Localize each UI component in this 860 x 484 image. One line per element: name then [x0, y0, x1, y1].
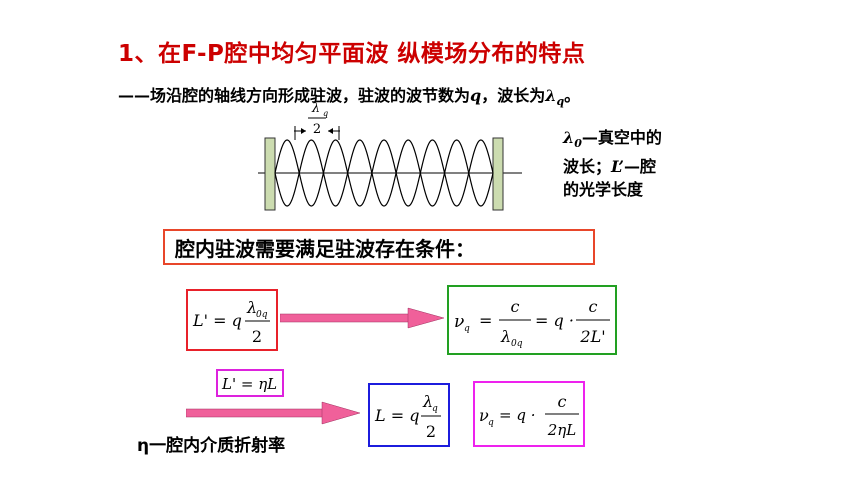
eq2-num1: c	[511, 297, 520, 316]
note-lambda: λ	[563, 128, 575, 147]
equation-frequency-box: ν q = c λ 0q = q · c 2L'	[447, 285, 617, 355]
wavelength-sub: q	[323, 109, 328, 118]
eq2-mid: = q ·	[535, 311, 574, 330]
subtitle-lambda-sub: q	[556, 95, 565, 109]
equation-cavity-length-box: L = q λ q 2	[368, 383, 450, 447]
eq5-nu-sub: q	[488, 418, 494, 428]
eq4-num-symbol: λ	[422, 392, 433, 411]
arrow-1-head	[407, 307, 445, 329]
eq2-num2: c	[589, 297, 598, 316]
note-text-4: 的光学长度	[563, 180, 644, 200]
note-text-3: —腔	[624, 157, 657, 177]
subtitle-lambda: λ	[545, 86, 557, 105]
left-mirror	[264, 137, 276, 211]
eq2-nu: ν	[454, 312, 464, 332]
standing-wave-diagram: λ q 2	[258, 101, 522, 211]
standing-wave-condition-box: 腔内驻波需要满足驻波存在条件：	[163, 229, 595, 265]
eq5-nu: ν	[479, 406, 489, 425]
wavelength-symbol: λ	[311, 101, 320, 116]
eq1-den: 2	[252, 327, 262, 346]
vacuum-wavelength-note: λ0—真空中的 波长；L’—腔 的光学长度	[563, 126, 713, 201]
arrow-1-shaft	[280, 313, 411, 323]
note-text-1: —真空中的	[581, 128, 662, 147]
subtitle-q: q	[470, 86, 482, 105]
slide-subtitle: ——场沿腔的轴线方向形成驻波，驻波的波节数为q，波长为λq。	[118, 82, 580, 108]
note-lambda-sub: 0	[574, 137, 582, 151]
equation-frequency-eta-box: ν q = q · c 2ηL	[473, 381, 585, 447]
eq4-den: 2	[426, 422, 436, 441]
eq3-text: L' = ηL	[221, 375, 277, 393]
equation-frequency-eta: ν q = q · c 2ηL	[479, 392, 579, 439]
eq1-num-symbol: λ	[246, 298, 257, 317]
arrow-2-head	[321, 401, 361, 425]
standing-wave-curve-upper	[274, 139, 494, 207]
eq5-mid: = q ·	[499, 406, 535, 424]
arrow-to-cavity-length	[186, 401, 361, 425]
eq2-den1-symbol: λ	[500, 327, 511, 346]
equation-cavity-length: L = q λ q 2	[374, 392, 441, 441]
eq1-num-sub: 0q	[256, 310, 268, 320]
equation-optical-length-box: L' = q λ 0q 2	[186, 289, 278, 351]
slide-title: 1、在F-P腔中均匀平面波 纵模场分布的特点	[118, 41, 586, 67]
equation-optical-length: L' = q λ 0q 2	[192, 298, 270, 346]
right-mirror	[492, 137, 504, 211]
eq2-nu-sub: q	[464, 324, 470, 334]
note-L: L’	[611, 157, 624, 177]
note-text-2: 波长；	[563, 157, 612, 177]
eq4-num-sub: q	[432, 404, 438, 414]
eq5-num: c	[558, 392, 567, 411]
wavelength-den: 2	[313, 122, 321, 137]
eq2-den2: 2L'	[579, 327, 605, 346]
half-wave-arrowhead-right	[328, 128, 333, 134]
arrow-2-shaft	[186, 408, 325, 418]
subtitle-text-2: ，波长为	[481, 86, 546, 105]
arrow-to-frequency	[280, 307, 445, 329]
subtitle-text-3: 。	[564, 86, 581, 105]
subtitle-text-1: ——场沿腔的轴线方向形成驻波，驻波的波节数为	[118, 86, 471, 105]
standing-wave-curve-lower	[274, 139, 494, 207]
equation-frequency: ν q = c λ 0q = q · c 2L'	[454, 297, 610, 349]
eq4-lhs: L = q	[374, 406, 419, 425]
eq2-equals: =	[479, 311, 492, 330]
refractive-index-note: η一腔内介质折射率	[137, 436, 286, 456]
eq1-lhs: L' = q	[192, 311, 242, 330]
half-wave-arrowhead-left	[301, 128, 306, 134]
equation-refractive-box: L' = ηL	[216, 369, 284, 397]
eq2-den1-sub: 0q	[511, 339, 523, 349]
equation-refractive: L' = ηL	[221, 375, 277, 393]
eq5-den: 2ηL	[547, 421, 577, 439]
